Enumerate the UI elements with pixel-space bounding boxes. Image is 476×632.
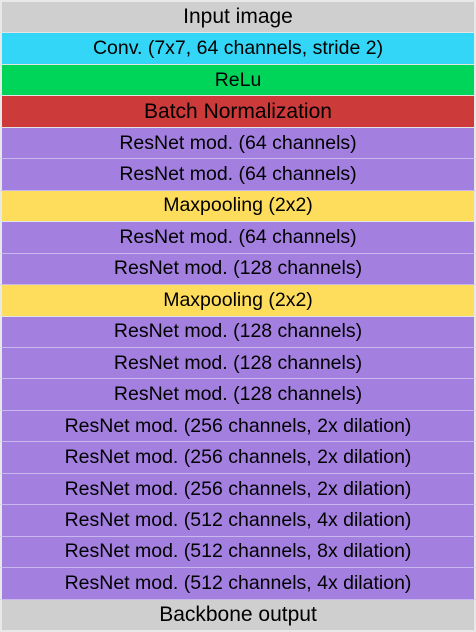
layer-resnet-module: ResNet mod. (256 channels, 2x dilation) [0,473,476,506]
layer-maxpooling: Maxpooling (2x2) [0,285,476,317]
layer-resnet-module: ResNet mod. (128 channels) [0,347,476,380]
layer-resnet-module: ResNet mod. (128 channels) [0,379,476,411]
layer-resnet-module: ResNet mod. (512 channels, 4x dilation) [0,568,476,600]
layer-resnet-module: ResNet mod. (256 channels, 2x dilation) [0,410,476,443]
layer-resnet-module: ResNet mod. (512 channels, 4x dilation) [0,505,476,537]
layer-resnet-module: ResNet mod. (512 channels, 8x dilation) [0,536,476,569]
layer-resnet-module: ResNet mod. (64 channels) [0,222,476,254]
layer-maxpooling: Maxpooling (2x2) [0,190,476,223]
layer-backbone-output: Backbone output [0,599,476,632]
layer-conv: Conv. (7x7, 64 channels, stride 2) [0,33,476,65]
layer-relu: ReLu [0,64,476,97]
layer-resnet-module: ResNet mod. (128 channels) [0,253,476,286]
layer-batch-normalization: Batch Normalization [0,96,476,128]
layer-resnet-module: ResNet mod. (256 channels, 2x dilation) [0,442,476,474]
layer-resnet-module: ResNet mod. (128 channels) [0,316,476,348]
layer-resnet-module: ResNet mod. (64 channels) [0,159,476,191]
layer-input-image: Input image [0,0,476,34]
layer-resnet-module: ResNet mod. (64 channels) [0,127,476,160]
